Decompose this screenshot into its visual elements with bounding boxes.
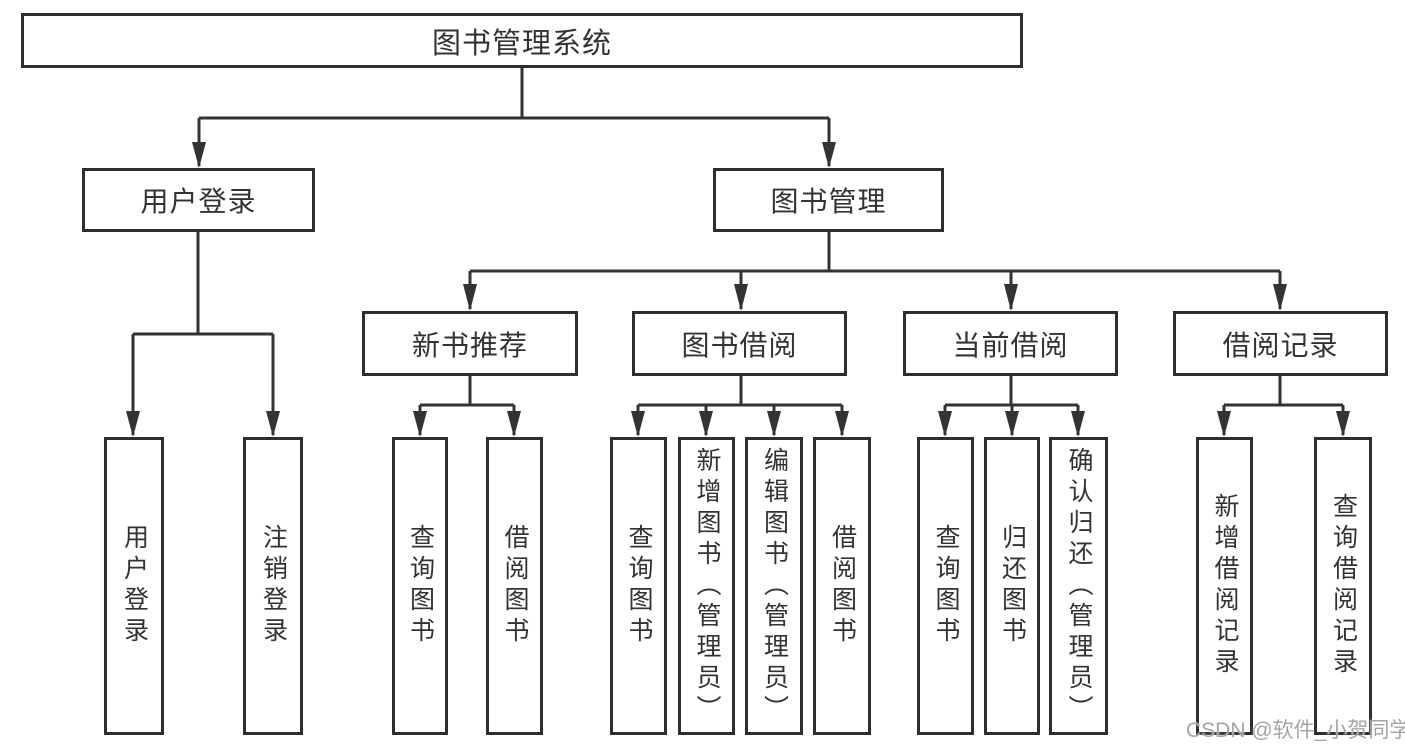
leaf-query-books-current-label: 查询图书: [932, 524, 960, 648]
node-book-borrowing-label: 图书借阅: [681, 329, 798, 361]
node-user-login: 用户登录: [82, 168, 315, 232]
leaf-add-borrow-record: 新增借阅记录: [1196, 437, 1253, 735]
leaf-query-books-current: 查询图书: [917, 437, 974, 735]
node-root-system: 图书管理系统: [21, 13, 1023, 68]
leaf-query-borrow-record: 查询借阅记录: [1314, 437, 1372, 735]
leaf-confirm-return-admin-label: 确认归还（管理员）: [1065, 446, 1093, 726]
leaf-borrow-books-borrowing-label: 借阅图书: [828, 524, 857, 648]
leaf-return-book: 归还图书: [984, 437, 1040, 735]
leaf-logout-label: 注销登录: [259, 524, 288, 648]
leaf-query-books-borrowing-label: 查询图书: [625, 524, 653, 648]
leaf-logout: 注销登录: [243, 437, 303, 735]
leaf-add-book-admin: 新增图书（管理员）: [678, 437, 735, 735]
leaf-query-borrow-record-label: 查询借阅记录: [1329, 493, 1358, 679]
node-book-management: 图书管理: [713, 168, 944, 232]
leaf-user-login: 用户登录: [104, 437, 164, 735]
node-root-label: 图书管理系统: [431, 27, 612, 60]
leaf-add-book-admin-label: 新增图书（管理员）: [693, 446, 721, 726]
leaf-user-login-label: 用户登录: [120, 524, 149, 648]
leaf-query-books-recommend-label: 查询图书: [406, 524, 435, 648]
leaf-borrow-books-recommend: 借阅图书: [486, 437, 543, 735]
leaf-borrow-books-borrowing: 借阅图书: [813, 437, 871, 735]
leaf-return-book-label: 归还图书: [998, 524, 1027, 648]
node-new-book-recommend: 新书推荐: [362, 311, 578, 376]
node-borrowing-records-label: 借阅记录: [1222, 329, 1339, 361]
node-new-book-recommend-label: 新书推荐: [411, 329, 528, 361]
node-book-borrowing: 图书借阅: [632, 311, 847, 376]
node-book-management-label: 图书管理: [770, 186, 887, 217]
node-borrowing-records: 借阅记录: [1173, 311, 1388, 376]
leaf-query-books-recommend: 查询图书: [392, 437, 448, 735]
node-current-borrowing: 当前借阅: [903, 311, 1118, 376]
leaf-confirm-return-admin: 确认归还（管理员）: [1049, 437, 1108, 735]
node-user-login-label: 用户登录: [140, 186, 257, 217]
leaf-edit-book-admin-label: 编辑图书（管理员）: [760, 446, 789, 726]
leaf-add-borrow-record-label: 新增借阅记录: [1211, 493, 1239, 679]
leaf-edit-book-admin: 编辑图书（管理员）: [745, 437, 803, 735]
leaf-borrow-books-recommend-label: 借阅图书: [501, 524, 529, 648]
leaf-query-books-borrowing: 查询图书: [610, 437, 667, 735]
csdn-watermark: CSDN @软件_小贺同学: [1186, 719, 1405, 742]
node-current-borrowing-label: 当前借阅: [952, 329, 1069, 361]
